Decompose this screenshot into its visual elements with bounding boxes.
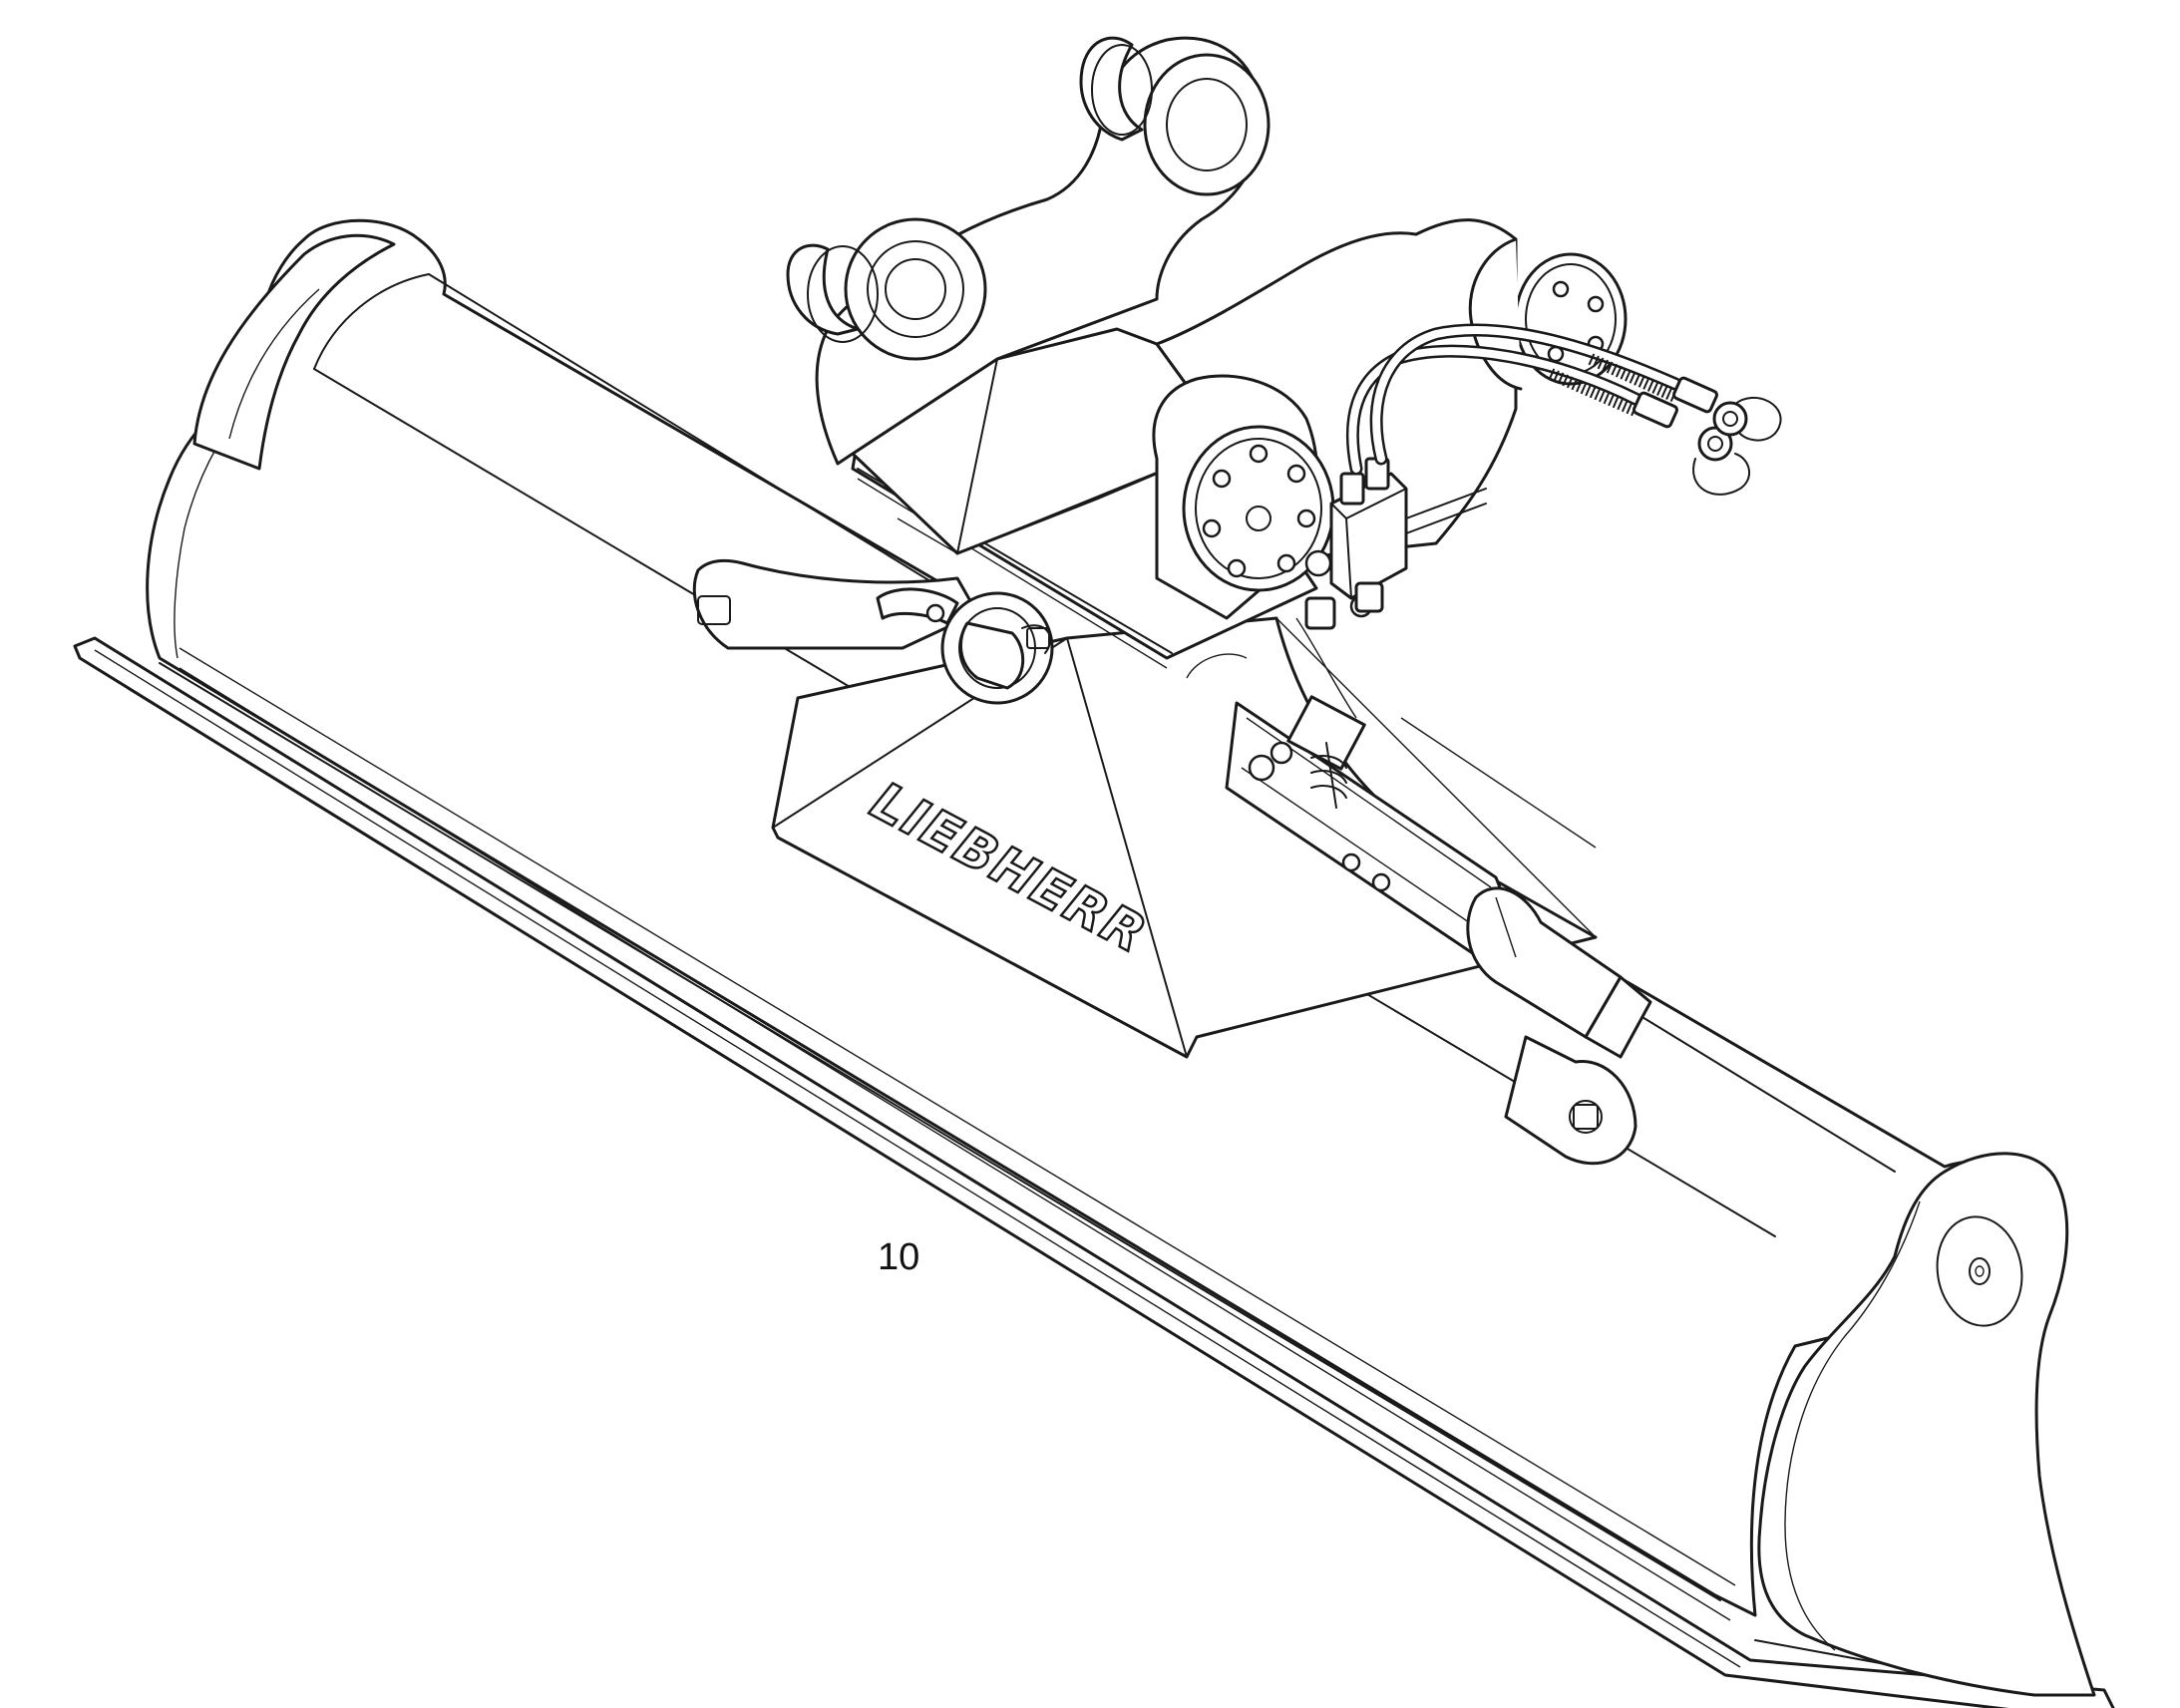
coupler-frame <box>786 36 1628 669</box>
figure-number-label: 10 <box>878 1236 920 1278</box>
hydraulic-hoses <box>1345 323 1782 496</box>
valve-block <box>1304 457 1487 630</box>
right-end-plate <box>1757 1152 2096 1697</box>
tilt-cylinder <box>1225 695 1652 1166</box>
detail-lines <box>897 517 1597 849</box>
left-link-arm <box>692 558 1054 705</box>
